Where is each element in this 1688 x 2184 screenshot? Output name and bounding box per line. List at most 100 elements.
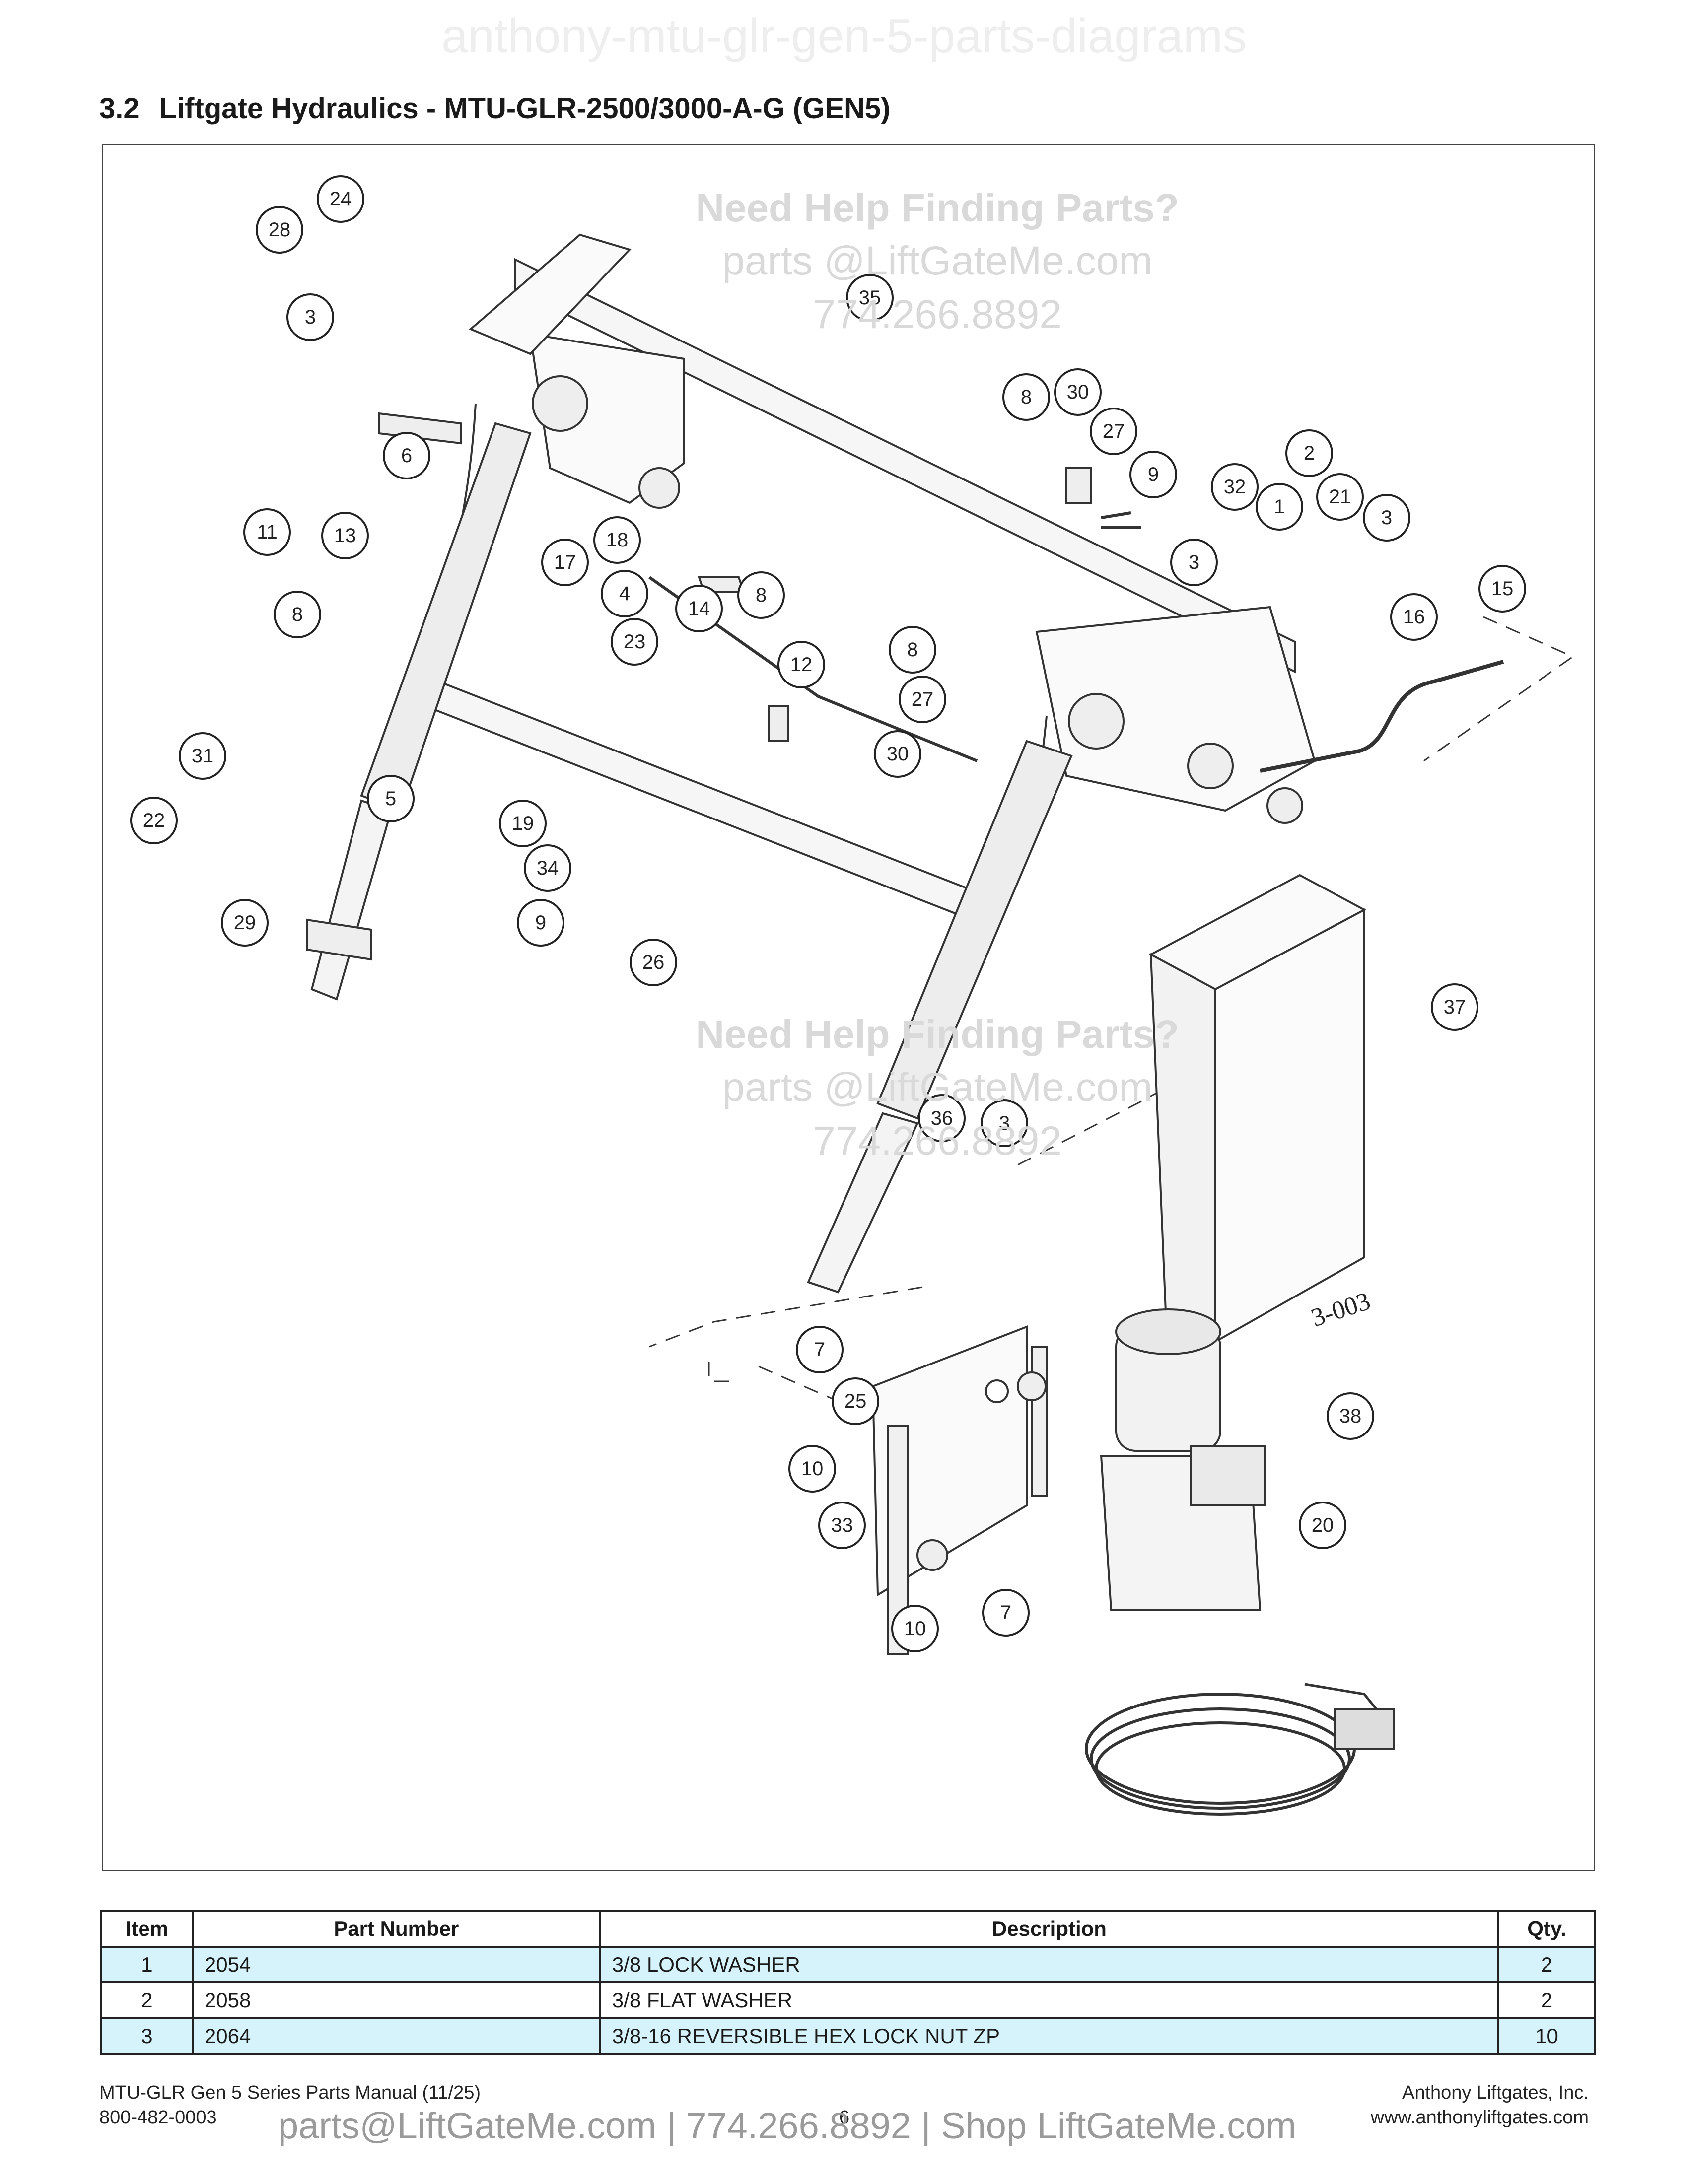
svg-text:21: 21 (1329, 486, 1351, 508)
svg-text:28: 28 (269, 219, 291, 241)
svg-text:19: 19 (512, 813, 534, 834)
svg-text:35: 35 (859, 287, 881, 309)
callout-18: 18 (593, 516, 641, 564)
callout-31: 31 (179, 732, 226, 780)
svg-text:3: 3 (1189, 551, 1199, 573)
cell-description: 3/8-16 REVERSIBLE HEX LOCK NUT ZP (599, 2017, 1500, 2055)
callout-21: 21 (1316, 473, 1364, 521)
help-phone: 774.266.8892 (813, 292, 1062, 337)
parts-table: Item Part Number Description Qty. 1 2054… (100, 1910, 1596, 2055)
cell-item: 1 (100, 1946, 194, 1983)
svg-text:8: 8 (1021, 386, 1032, 408)
frame-beam-upper (514, 258, 1296, 674)
callout-1: 1 (1256, 483, 1303, 531)
cell-item: 3 (100, 2017, 194, 2055)
callout-3b: 3 (1363, 494, 1410, 542)
cell-part-number: 2054 (191, 1946, 601, 1983)
svg-text:10: 10 (801, 1458, 824, 1480)
callout-27b: 27 (899, 676, 946, 723)
header-qty: Qty. (1497, 1910, 1596, 1948)
svg-text:23: 23 (624, 631, 646, 653)
cylinder-right (876, 740, 1073, 1120)
table-header-row: Item Part Number Description Qty. (100, 1910, 1596, 1948)
callout-7b: 7 (982, 1589, 1030, 1637)
svg-text:8: 8 (907, 639, 918, 661)
help-heading: Need Help Finding Parts? (696, 186, 1179, 230)
callout-15: 15 (1478, 565, 1526, 613)
cell-qty: 2 (1497, 1981, 1596, 2019)
svg-text:26: 26 (642, 952, 665, 973)
callout-25: 25 (832, 1377, 879, 1425)
parts-diagram: 3-003 24 28 3 35 8 30 27 9 2 32 1 21 3 6… (102, 144, 1595, 1871)
diagram-drawing: 3-003 24 28 3 35 8 30 27 9 2 32 1 21 3 6… (130, 175, 1575, 1816)
callout-22: 22 (130, 797, 178, 844)
callout-20: 20 (1299, 1502, 1346, 1549)
pin-29 (306, 918, 372, 961)
callout-38: 38 (1327, 1392, 1374, 1440)
svg-text:7: 7 (1000, 1602, 1011, 1624)
svg-text:37: 37 (1444, 996, 1466, 1018)
top-mount-plate (469, 233, 632, 355)
svg-text:2: 2 (1304, 442, 1315, 464)
callout-13: 13 (321, 512, 369, 559)
callout-12: 12 (777, 641, 825, 688)
header-part-number: Part Number (191, 1910, 601, 1948)
callout-19: 19 (499, 800, 547, 847)
cable-connector (1334, 1708, 1395, 1750)
svg-text:4: 4 (619, 583, 630, 605)
table-row: 2 2058 3/8 FLAT WASHER 2 (100, 1981, 1596, 2019)
svg-text:7: 7 (814, 1339, 825, 1361)
callout-24: 24 (317, 175, 364, 223)
callout-17: 17 (541, 539, 589, 586)
callout-37: 37 (1431, 983, 1478, 1031)
callout-35: 35 (846, 274, 894, 322)
svg-text:32: 32 (1224, 476, 1246, 498)
callout-30a: 30 (1054, 368, 1102, 416)
svg-text:27: 27 (912, 688, 934, 710)
help-email: parts @LiftGateMe.com (722, 1065, 1153, 1110)
svg-text:1: 1 (1274, 496, 1285, 518)
cell-part-number: 2058 (191, 1981, 601, 2019)
svg-text:3: 3 (999, 1112, 1010, 1134)
watermark-top: anthony-mtu-glr-gen-5-parts-diagrams (441, 9, 1247, 63)
footer-manual: MTU-GLR Gen 5 Series Parts Manual (11/25… (99, 2082, 481, 2103)
svg-text:30: 30 (887, 743, 909, 765)
callout-32: 32 (1211, 463, 1259, 511)
footer-company: Anthony Liftgates, Inc. (1402, 2082, 1589, 2103)
footer-watermark: parts@LiftGateMe.com | 774.266.8892 | Sh… (278, 2105, 1296, 2146)
callout-8b: 8 (274, 591, 321, 638)
callout-2: 2 (1285, 429, 1333, 477)
section-number: 3.2 (99, 92, 140, 125)
svg-text:9: 9 (535, 912, 546, 934)
table-row: 1 2054 3/8 LOCK WASHER 2 (100, 1946, 1596, 1983)
svg-text:20: 20 (1312, 1514, 1334, 1536)
right-pivot (1068, 693, 1125, 750)
callout-36: 36 (918, 1094, 966, 1142)
svg-text:36: 36 (931, 1107, 953, 1129)
callout-group: 24 28 3 35 8 30 27 9 2 32 1 21 3 6 18 11… (130, 175, 1526, 1652)
header-description: Description (599, 1910, 1500, 1948)
svg-text:27: 27 (1103, 420, 1125, 442)
svg-text:34: 34 (537, 857, 559, 879)
svg-text:8: 8 (292, 604, 303, 625)
help-email: parts @LiftGateMe.com (722, 238, 1153, 283)
callout-10b: 10 (891, 1605, 939, 1652)
help-phone: 774.266.8892 (813, 1118, 1062, 1163)
section-title-text: Liftgate Hydraulics - MTU-GLR-2500/3000-… (159, 92, 891, 125)
footer-phone: 800-482-0003 (99, 2107, 217, 2128)
svg-text:30: 30 (1067, 381, 1089, 403)
callout-3d: 3 (981, 1099, 1028, 1147)
svg-text:12: 12 (790, 654, 813, 676)
callout-9b: 9 (517, 899, 564, 947)
callout-33: 33 (818, 1502, 866, 1549)
callout-4: 4 (601, 570, 648, 617)
svg-text:17: 17 (554, 551, 576, 573)
help-heading: Need Help Finding Parts? (696, 1012, 1179, 1056)
footer-website[interactable]: www.anthonyliftgates.com (1370, 2107, 1589, 2128)
callout-8a: 8 (1002, 373, 1050, 421)
cell-part-number: 2064 (191, 2017, 601, 2055)
svg-text:11: 11 (257, 521, 278, 543)
callout-10a: 10 (788, 1445, 836, 1493)
callout-28: 28 (256, 206, 303, 254)
callout-11: 11 (243, 508, 291, 556)
